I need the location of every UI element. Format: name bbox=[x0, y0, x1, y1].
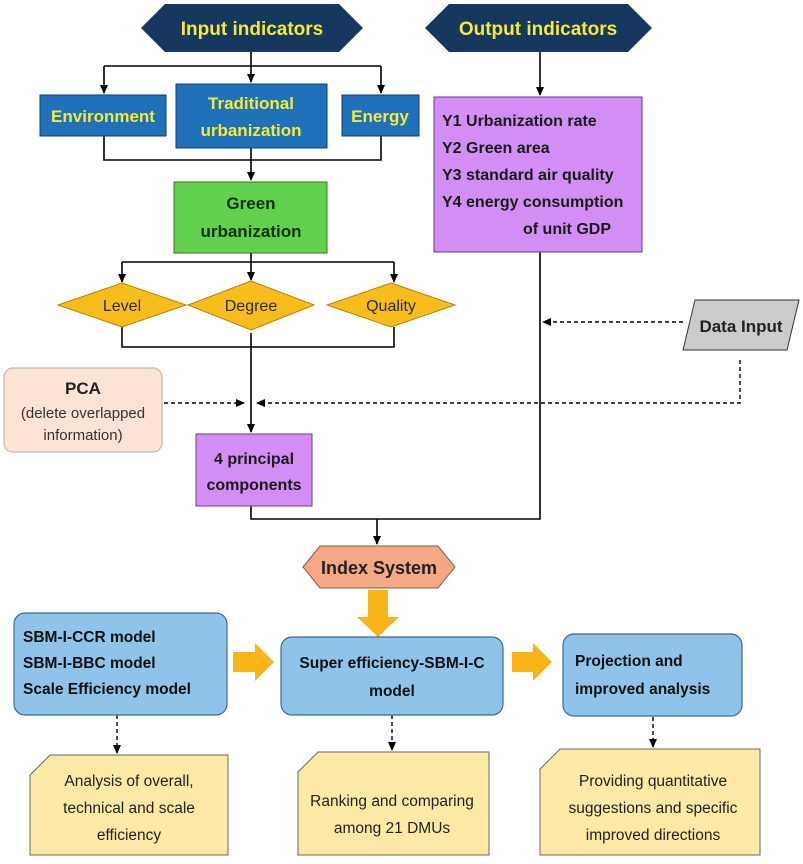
degree-label: Degree bbox=[225, 298, 278, 315]
traditional-urbanization-line1: Traditional bbox=[208, 94, 294, 113]
sbm-model-2: SBM-I-BBC model bbox=[23, 655, 156, 672]
sbm-model-1: SBM-I-CCR model bbox=[23, 629, 156, 646]
analysis-note-line1: Analysis of overall, bbox=[64, 773, 193, 790]
green-urbanization-line1: Green bbox=[226, 194, 275, 213]
output-item-y1: Y1 Urbanization rate bbox=[442, 113, 597, 130]
index-system-node: Index System bbox=[302, 545, 456, 589]
input-indicators-label: Input indicators bbox=[181, 19, 324, 40]
down-block-arrow bbox=[357, 590, 399, 637]
projection-line2: improved analysis bbox=[575, 681, 710, 698]
quality-node: Quality bbox=[325, 282, 457, 328]
level-node: Level bbox=[56, 282, 188, 328]
output-item-y4: Y4 energy consumption bbox=[442, 194, 623, 211]
projection-line1: Projection and bbox=[575, 653, 683, 670]
ranking-note-line1: Ranking and comparing bbox=[310, 793, 474, 810]
suggestions-note-line3: improved directions bbox=[586, 827, 721, 844]
output-item-y4-cont: of unit GDP bbox=[523, 221, 611, 238]
output-item-y3: Y3 standard air quality bbox=[442, 167, 614, 184]
level-label: Level bbox=[103, 298, 141, 315]
dashed-connectors bbox=[113, 318, 741, 754]
analysis-note-line2: technical and scale bbox=[63, 800, 195, 817]
environment-label: Environment bbox=[51, 107, 155, 126]
orange-arrows bbox=[233, 590, 552, 681]
sbm-models-node: SBM-I-CCR model SBM-I-BBC model Scale Ef… bbox=[13, 612, 228, 716]
ranking-note: Ranking and comparing among 21 DMUs bbox=[297, 751, 490, 856]
ranking-note-line2: among 21 DMUs bbox=[334, 820, 451, 837]
traditional-urbanization-line2: urbanization bbox=[200, 121, 301, 140]
output-item-y2: Y2 Green area bbox=[442, 140, 550, 157]
energy-label: Energy bbox=[351, 107, 409, 126]
data-input-node: Data Input bbox=[682, 299, 800, 351]
index-system-label: Index System bbox=[321, 558, 437, 578]
output-indicators-label: Output indicators bbox=[459, 19, 617, 40]
pca-node: PCA (delete overlapped information) bbox=[3, 367, 163, 453]
analysis-note-line3: efficiency bbox=[97, 827, 162, 844]
principal-components-line1: 4 principal bbox=[214, 451, 294, 468]
pca-sub-line1: (delete overlapped bbox=[21, 405, 145, 422]
quality-label: Quality bbox=[366, 298, 416, 315]
super-efficiency-line1: Super efficiency-SBM-I-C bbox=[299, 655, 484, 672]
sbm-model-3: Scale Efficiency model bbox=[23, 681, 191, 698]
pca-title: PCA bbox=[65, 379, 101, 398]
suggestions-note: Providing quantitative suggestions and s… bbox=[539, 748, 761, 856]
degree-node: Degree bbox=[186, 280, 316, 331]
principal-components-node: 4 principal components bbox=[195, 433, 313, 507]
pca-sub-line2: information) bbox=[43, 427, 122, 444]
environment-node: Environment bbox=[39, 94, 167, 137]
output-list-node: Y1 Urbanization rate Y2 Green area Y3 st… bbox=[433, 96, 643, 253]
analysis-note: Analysis of overall, technical and scale… bbox=[29, 754, 229, 856]
suggestions-note-line2: suggestions and specific bbox=[569, 800, 738, 817]
energy-node: Energy bbox=[341, 94, 420, 137]
green-urbanization-node: Green urbanization bbox=[173, 181, 328, 254]
output-indicators-node: Output indicators bbox=[425, 4, 652, 52]
principal-components-line2: components bbox=[206, 477, 301, 494]
data-input-label: Data Input bbox=[699, 317, 782, 336]
green-urbanization-line2: urbanization bbox=[200, 222, 301, 241]
projection-node: Projection and improved analysis bbox=[562, 633, 743, 717]
super-efficiency-node: Super efficiency-SBM-I-C model bbox=[280, 636, 504, 716]
right-block-arrow-2 bbox=[512, 643, 552, 681]
connectors bbox=[100, 52, 544, 545]
super-efficiency-line2: model bbox=[369, 683, 415, 700]
suggestions-note-line1: Providing quantitative bbox=[579, 773, 727, 790]
input-indicators-node: Input indicators bbox=[141, 4, 363, 52]
traditional-urbanization-node: Traditional urbanization bbox=[175, 83, 328, 149]
right-block-arrow-1 bbox=[233, 643, 274, 681]
